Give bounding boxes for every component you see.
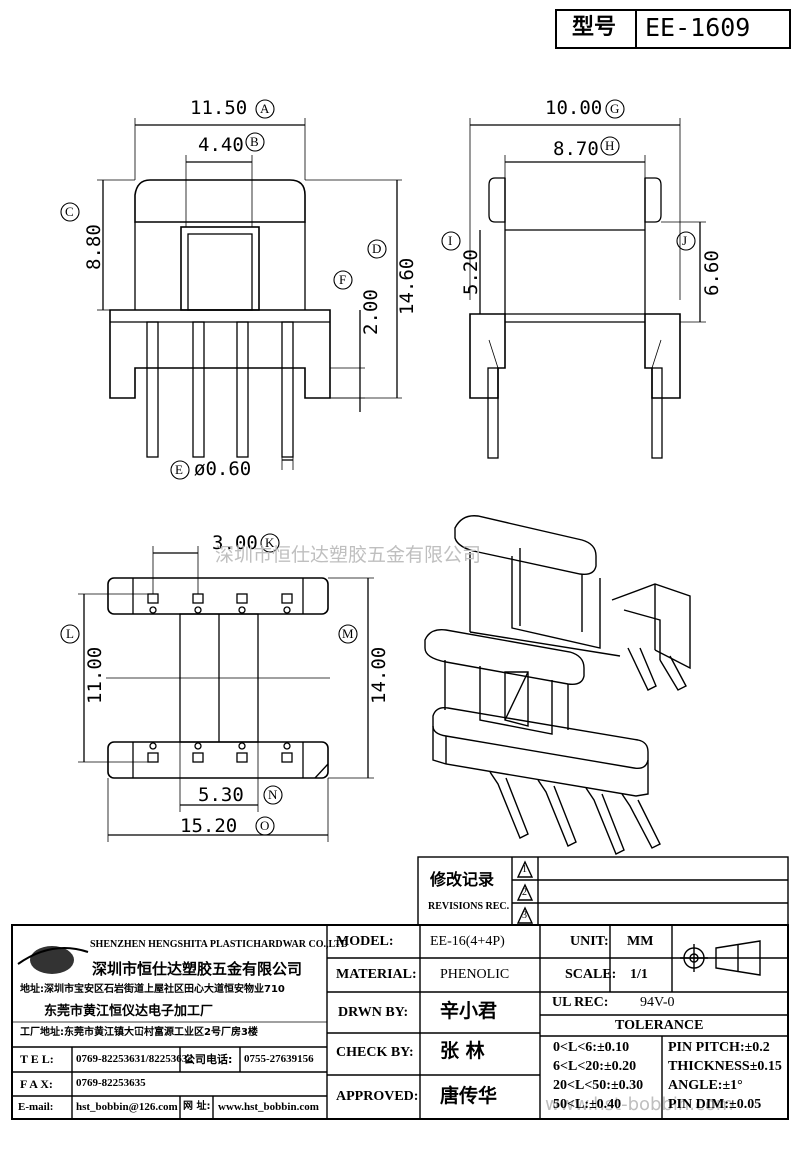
model-number: EE-1609 [645, 13, 751, 42]
dim-o-value: 15.20 [180, 815, 238, 837]
dim-c-mark: C [65, 204, 74, 219]
dim-h-mark: H [605, 138, 615, 153]
header-box [555, 9, 791, 49]
tol-line-1: 0<L<6:±0.10 [553, 1040, 630, 1055]
spec-approved-label: APPROVED: [336, 1089, 419, 1104]
isometric-view [424, 515, 691, 855]
dim-i-mark: I [448, 233, 453, 248]
spec-approved-value: 唐传华 [440, 1085, 498, 1107]
revision-mark-2: 2 [522, 887, 527, 898]
watermark-website: www.hst-bobbin.com [545, 1094, 734, 1115]
spec-ul-value: 94V-0 [640, 995, 675, 1010]
spec-material-label: MATERIAL: [336, 967, 417, 982]
spec-ul-label: UL REC: [552, 995, 609, 1010]
spec-check-value: 张 林 [440, 1040, 485, 1062]
dim-a-value: 11.50 [190, 97, 248, 119]
dim-l-mark: L [66, 626, 74, 641]
dim-h-value: 8.70 [553, 138, 599, 160]
company-name-cn: 深圳市恒仕达塑胶五金有限公司 [92, 960, 303, 978]
bottom-view [78, 546, 374, 842]
spec-drawn-value: 辛小君 [440, 1000, 498, 1022]
spec-unit-value: MM [627, 934, 654, 949]
email-value: hst_bobbin@126.com [76, 1101, 178, 1113]
model-label: 型号 [572, 15, 617, 40]
factory-address: 工厂地址:东莞市黄江镇大冚村富源工业区2号厂房3楼 [20, 1027, 258, 1038]
spec-tolerance-label: TOLERANCE [615, 1018, 704, 1033]
dim-o-mark: O [260, 818, 270, 833]
dim-k-value: 3.00 [212, 532, 258, 554]
dim-a-mark: A [260, 101, 270, 116]
dim-j-mark: J [682, 233, 688, 248]
tel-value: 0769-82253631/82253632 [76, 1053, 193, 1065]
title-block [11, 856, 789, 1120]
dim-f-value: 2.00 [360, 289, 382, 335]
dim-e-value: ø0.60 [194, 458, 252, 480]
web-value: www.hst_bobbin.com [218, 1101, 319, 1113]
revisions-title-cn: 修改记录 [430, 870, 495, 889]
tel-label: T E L: [20, 1052, 54, 1066]
spec-unit-label: UNIT: [570, 934, 609, 949]
dim-j-value: 6.60 [701, 250, 723, 296]
dim-i-value: 5.20 [460, 249, 482, 295]
pitch-line-1: PIN PITCH:±0.2 [668, 1040, 770, 1055]
tol-line-4: 50<L:±0.40 [553, 1097, 622, 1112]
dim-d-value: 14.60 [396, 257, 418, 315]
fax-label: F A X: [20, 1077, 53, 1091]
dimension-markers [60, 99, 696, 836]
dim-l-value: 11.00 [84, 646, 106, 704]
web-label: 网 址: [183, 1101, 211, 1112]
dim-g-value: 10.00 [545, 97, 603, 119]
revision-mark-1: 1 [522, 864, 527, 875]
company-address: 地址:深圳市宝安区石岩街道上屋社区田心大道恒安物业710 [20, 984, 285, 995]
dim-n-value: 5.30 [198, 784, 244, 806]
spec-material-value: PHENOLIC [440, 967, 510, 982]
spec-drawn-label: DRWN BY: [338, 1005, 409, 1020]
factory-name: 东莞市黄江恒仪达电子加工厂 [44, 1004, 214, 1019]
revision-mark-3: 3 [522, 910, 527, 921]
spec-scale-value: 1/1 [630, 967, 648, 982]
dim-k-mark: K [265, 535, 275, 550]
dim-e-mark: E [175, 462, 183, 477]
dim-n-mark: N [268, 787, 278, 802]
spec-check-label: CHECK BY: [336, 1045, 414, 1060]
dim-m-mark: M [342, 626, 354, 641]
watermark-company: 深圳市恒仕达塑胶五金有限公司 [215, 544, 482, 566]
tol-line-3: 20<L<50:±0.30 [553, 1078, 644, 1093]
fax-value: 0769-82253635 [76, 1077, 146, 1089]
front-view [97, 118, 402, 470]
tol-line-2: 6<L<20:±0.20 [553, 1059, 637, 1074]
dim-b-value: 4.40 [198, 134, 244, 156]
co-tel-value: 0755-27639156 [244, 1053, 314, 1065]
email-label: E-mail: [18, 1101, 54, 1113]
dim-f-mark: F [339, 272, 347, 287]
spec-scale-label: SCALE: [565, 967, 617, 982]
pitch-line-4: PIN DIM:±0.05 [668, 1097, 762, 1112]
dim-b-mark: B [250, 134, 259, 149]
spec-model-value: EE-16(4+4P) [430, 934, 505, 949]
co-tel-label: 公司电话: [184, 1053, 233, 1066]
dim-d-mark: D [372, 241, 382, 256]
pitch-line-2: THICKNESS±0.15 [668, 1059, 782, 1074]
dim-c-value: 8.80 [83, 224, 105, 270]
pitch-line-3: ANGLE:±1° [668, 1078, 743, 1093]
company-name-en: SHENZHEN HENGSHITA PLASTICHARDWAR CO.,LT… [90, 939, 349, 950]
spec-model-label: MODEL: [336, 934, 394, 949]
revisions-title-en: REVISIONS REC. [428, 901, 510, 912]
dim-m-value: 14.00 [368, 646, 390, 704]
dim-g-mark: G [610, 101, 620, 116]
side-view [469, 118, 706, 459]
